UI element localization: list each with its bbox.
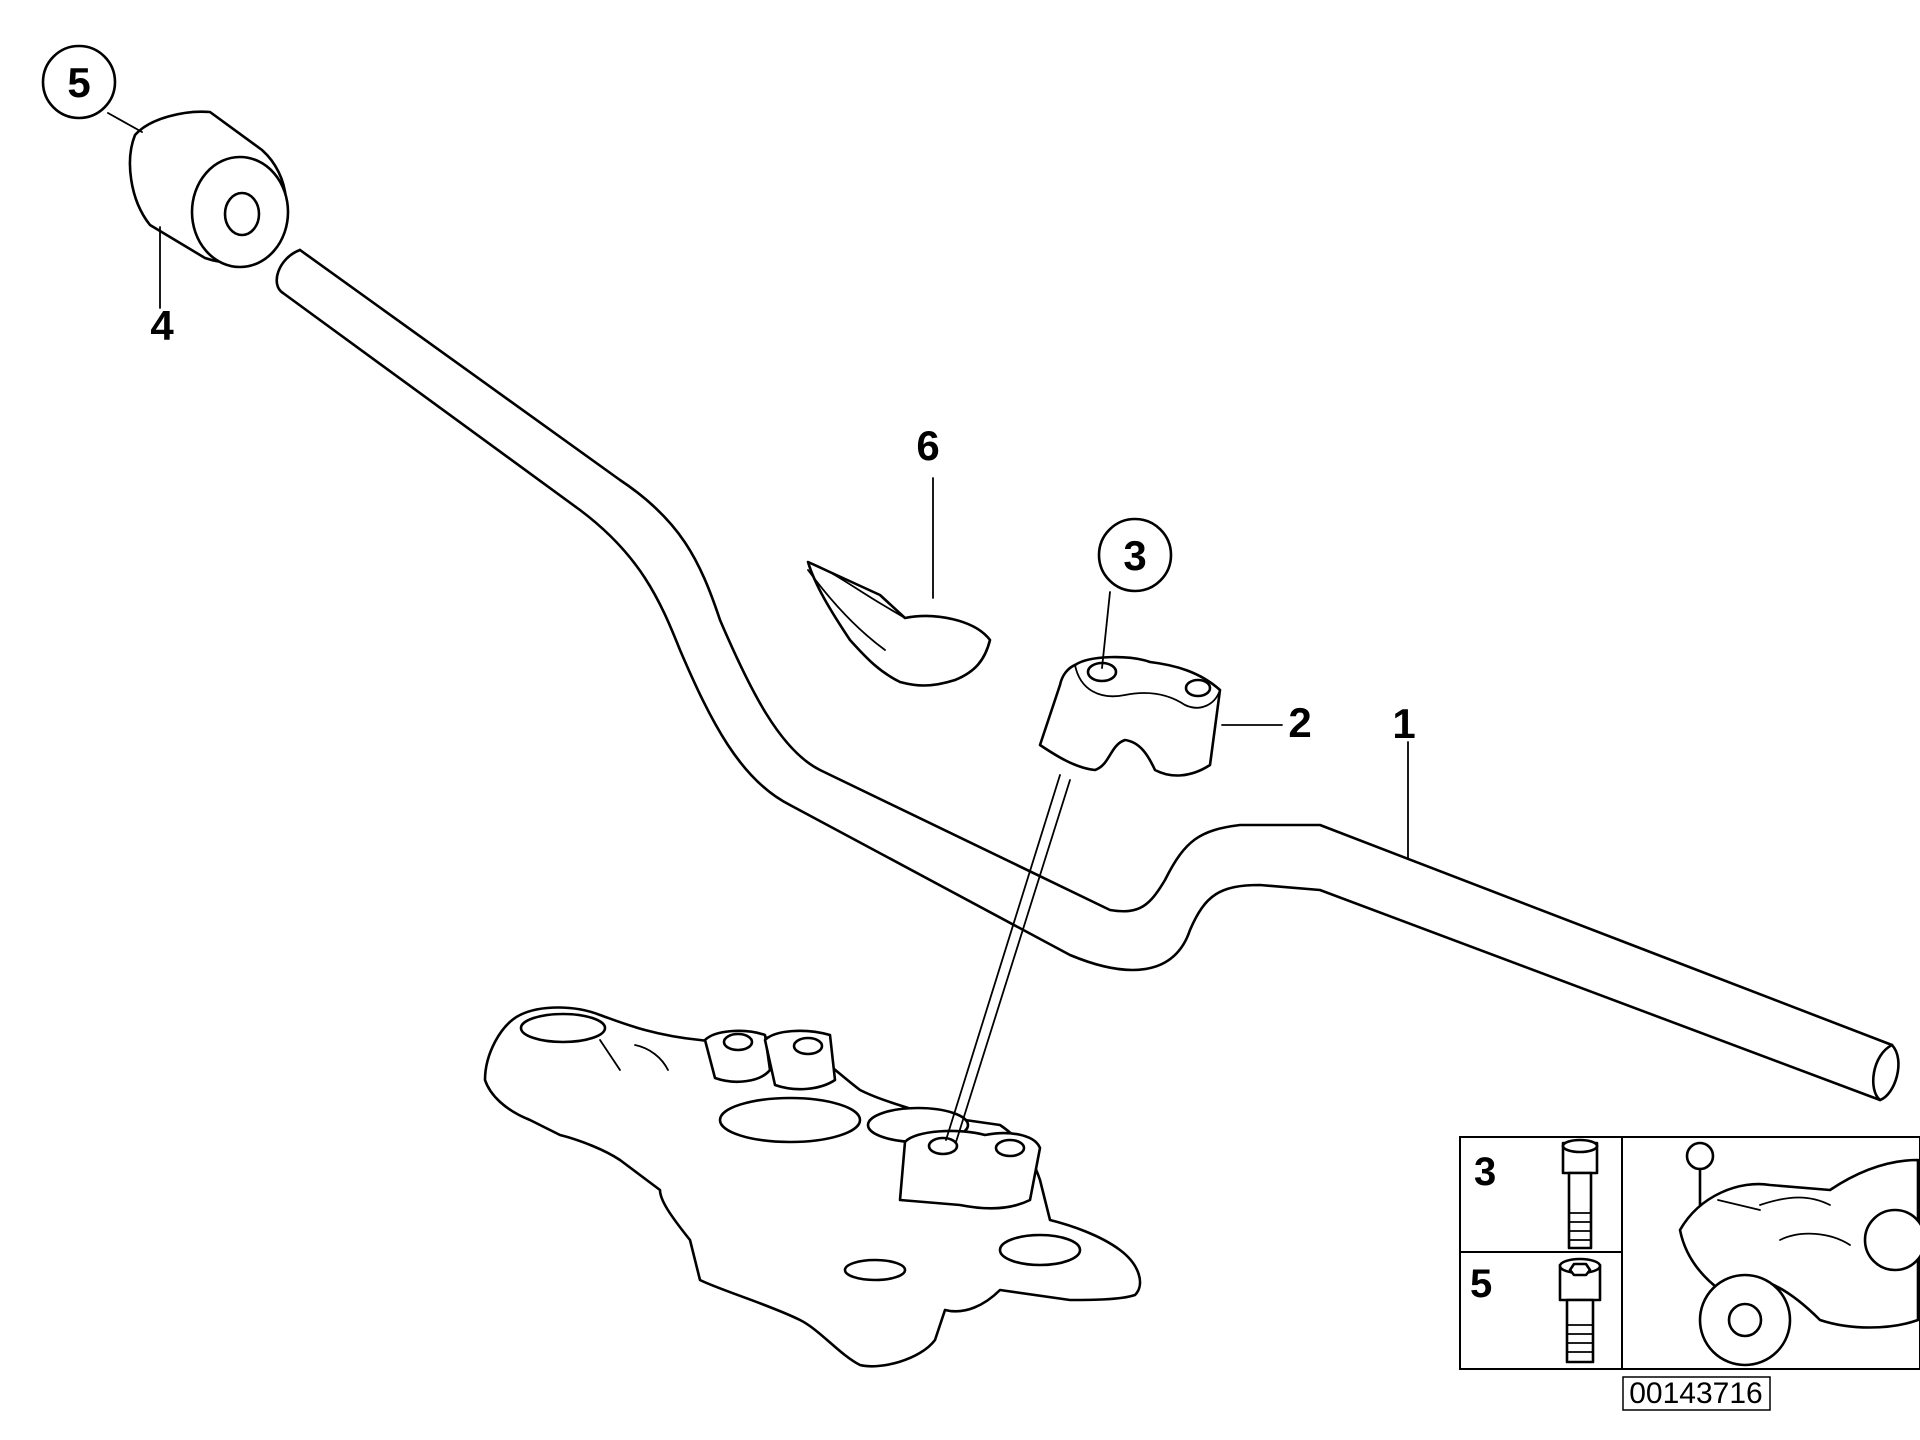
callout-4: 4 — [150, 302, 174, 349]
callout-6: 6 — [916, 422, 939, 469]
handlebar-clamp — [1038, 655, 1222, 777]
bar-end-weight — [128, 110, 290, 269]
callout-1: 1 — [1392, 700, 1415, 747]
cable-bracket — [806, 560, 992, 687]
callout-circle-3: 3 — [1097, 517, 1173, 593]
fork-bridge — [483, 1006, 1142, 1368]
reference-number-box: 00143716 — [1622, 1376, 1771, 1411]
motorcycle-icon — [1678, 1141, 1920, 1367]
socket-head-screw-icon — [1561, 1138, 1599, 1250]
callout-2: 2 — [1288, 699, 1311, 746]
hex-socket-screw-icon — [1558, 1257, 1602, 1364]
legend-row-1-label: 3 — [1474, 1150, 1496, 1194]
handlebar — [275, 248, 1900, 1102]
callout-3: 3 — [1123, 532, 1146, 579]
leader-lines — [107, 112, 1409, 1143]
callout-circle-5: 5 — [41, 44, 117, 120]
legend-row-2-label: 5 — [1470, 1262, 1492, 1306]
callout-5: 5 — [67, 59, 90, 106]
legend-box: 3 5 — [1459, 1136, 1920, 1370]
handlebar-end — [1872, 1043, 1900, 1102]
reference-number: 00143716 — [1629, 1377, 1762, 1410]
